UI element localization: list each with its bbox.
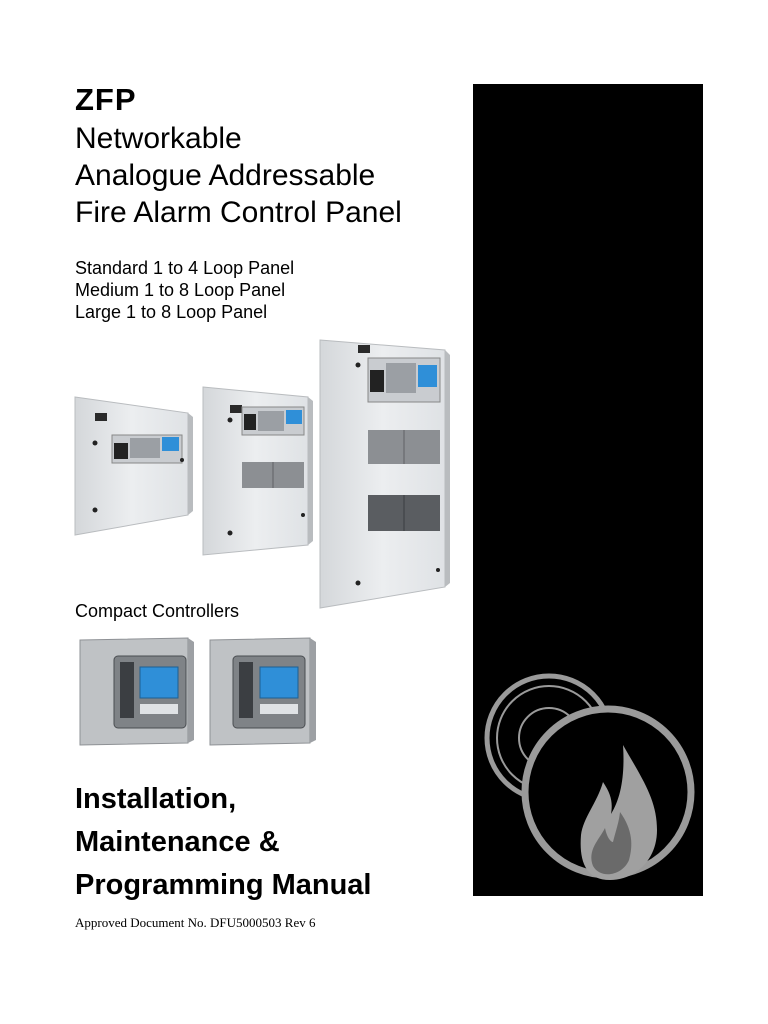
compact-controller-illustration <box>79 637 194 746</box>
variant-medium: Medium 1 to 8 Loop Panel <box>75 280 286 300</box>
document-number: Approved Document No. DFU5000503 Rev 6 <box>75 915 316 930</box>
flame-emblem-icon <box>484 673 695 880</box>
subtitle-line-2: Analogue Addressable <box>75 159 376 192</box>
subtitle-line-3: Fire Alarm Control Panel <box>75 196 402 229</box>
panels-illustration <box>74 339 450 609</box>
variant-standard: Standard 1 to 4 Loop Panel <box>75 258 295 278</box>
subtitle-line-1: Networkable <box>75 122 242 155</box>
large-panel-illustration <box>319 339 450 609</box>
compact-controllers-illustration <box>79 637 316 746</box>
brand-title: ZFP <box>75 82 137 117</box>
manual-title-line-1: Installation, <box>75 783 237 815</box>
compact-controller-illustration <box>209 637 316 746</box>
compact-controllers-heading: Compact Controllers <box>75 601 240 621</box>
manual-title-line-2: Maintenance & <box>75 826 280 858</box>
manual-title-line-3: Programming Manual <box>75 869 372 901</box>
standard-panel-illustration <box>74 396 193 536</box>
variant-large: Large 1 to 8 Loop Panel <box>75 302 268 322</box>
medium-panel-illustration <box>202 386 313 556</box>
